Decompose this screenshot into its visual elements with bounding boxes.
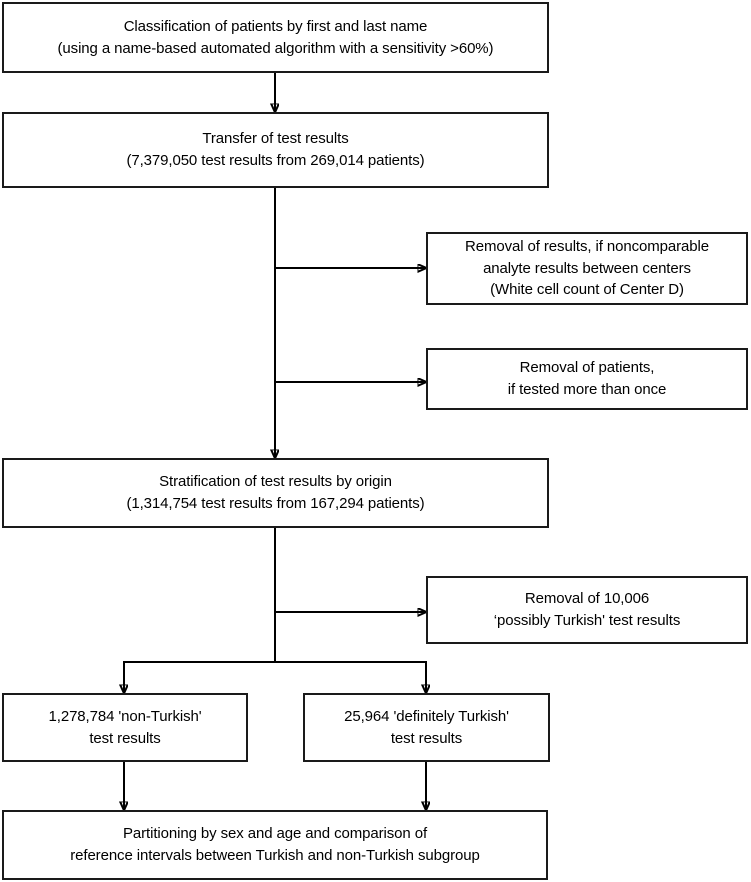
- node-removal-possibly-turkish-label: Removal of 10,006 ‘possibly Turkish' tes…: [493, 590, 681, 629]
- node-non-turkish: 1,278,784 'non-Turkish' test results: [2, 693, 248, 762]
- node-partitioning: Partitioning by sex and age and comparis…: [2, 810, 548, 880]
- node-stratification: Stratification of test results by origin…: [2, 458, 549, 528]
- node-transfer-label: Transfer of test results (7,379,050 test…: [126, 130, 425, 169]
- node-removal-noncomparable-label: Removal of results, if noncomparable ana…: [464, 237, 710, 299]
- node-non-turkish-label: 1,278,784 'non-Turkish' test results: [48, 707, 202, 747]
- node-classification: Classification of patients by first and …: [2, 2, 549, 73]
- node-classification-label: Classification of patients by first and …: [57, 17, 494, 57]
- branch-to-definitely-turkish: [275, 661, 426, 693]
- node-removal-possibly-turkish: Removal of 10,006 ‘possibly Turkish' tes…: [426, 576, 748, 644]
- node-stratification-label: Stratification of test results by origin…: [126, 473, 425, 512]
- node-removal-retested-label: Removal of patients, if tested more than…: [507, 359, 667, 398]
- node-removal-retested: Removal of patients, if tested more than…: [426, 348, 748, 410]
- node-partitioning-label: Partitioning by sex and age and comparis…: [70, 825, 480, 864]
- branch-to-non-turkish: [124, 661, 275, 693]
- node-definitely-turkish-label: 25,964 'definitely Turkish' test results: [344, 707, 509, 747]
- node-removal-noncomparable: Removal of results, if noncomparable ana…: [426, 232, 748, 305]
- node-definitely-turkish: 25,964 'definitely Turkish' test results: [303, 693, 550, 762]
- node-transfer: Transfer of test results (7,379,050 test…: [2, 112, 549, 188]
